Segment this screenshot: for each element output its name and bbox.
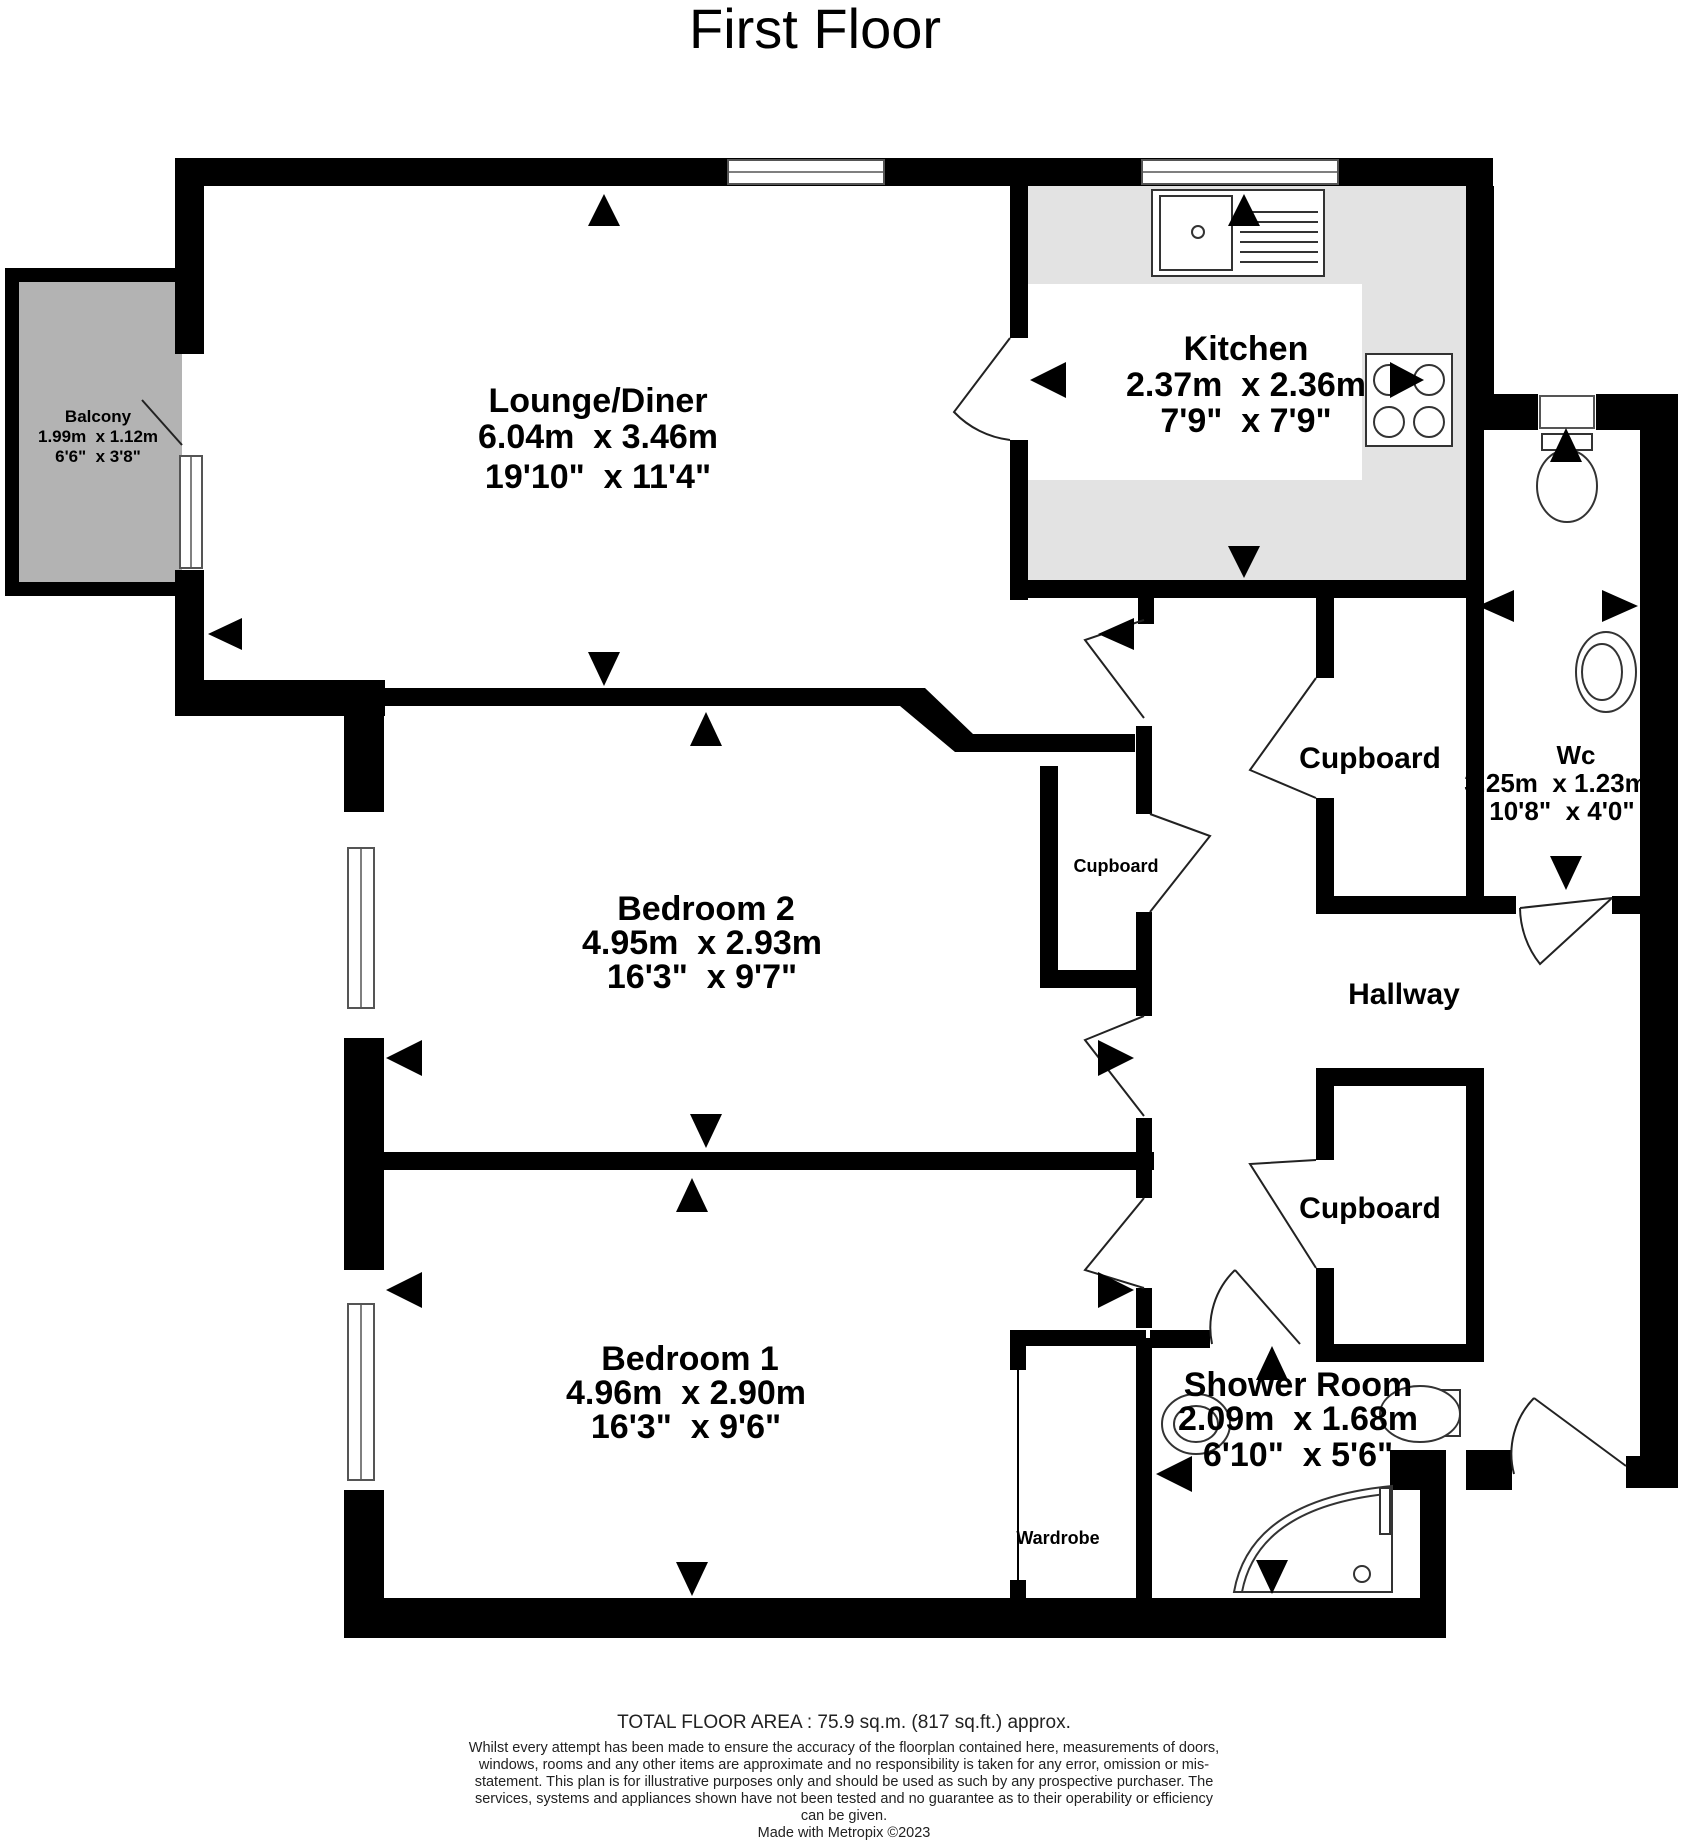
room-imperial: 16'3" x 9'7" <box>607 958 797 996</box>
disclaimer: Whilst every attempt has been made to en… <box>468 1740 1220 1824</box>
total-floor-area: TOTAL FLOOR AREA : 75.9 sq.m. (817 sq.ft… <box>617 1712 1071 1733</box>
cupboard-upper-label: Cupboard <box>1299 742 1441 775</box>
room-lounge: Lounge/Diner 6.04m x 3.46m 19'10" x 11'4… <box>478 382 718 496</box>
room-kitchen: Kitchen 2.37m x 2.36m 7'9" x 7'9" <box>1126 330 1366 440</box>
room-imperial: 19'10" x 11'4" <box>485 458 711 496</box>
room-metric: 4.95m x 2.93m <box>582 924 822 962</box>
room-metric: 3.25m x 1.23m <box>1464 768 1648 798</box>
room-metric: 2.09m x 1.68m <box>1178 1400 1418 1438</box>
floor-title: First Floor <box>689 0 941 60</box>
cupboard-lower-label: Cupboard <box>1299 1192 1441 1225</box>
footer: TOTAL FLOOR AREA : 75.9 sq.m. (817 sq.ft… <box>0 1712 1688 1841</box>
room-name: Lounge/Diner <box>488 382 707 420</box>
room-metric: 1.99m x 1.12m <box>38 427 158 446</box>
room-name: Bedroom 2 <box>617 890 795 928</box>
room-bedroom-2: Bedroom 2 4.95m x 2.93m 16'3" x 9'7" <box>582 890 822 996</box>
kitchen-sink <box>1151 189 1325 277</box>
kitchen-counter-highlight <box>1026 284 1362 480</box>
doors <box>141 337 1627 1580</box>
shower-room-fixtures <box>1161 1385 1461 1593</box>
hob-icon <box>1365 353 1453 447</box>
room-name: Wc <box>1557 740 1596 770</box>
room-name: Kitchen <box>1184 330 1309 368</box>
room-shower: Shower Room 2.09m x 1.68m 6'10" x 5'6" <box>1178 1366 1418 1474</box>
basin-icon <box>1575 631 1637 713</box>
room-bedroom-1: Bedroom 1 4.96m x 2.90m 16'3" x 9'6" <box>566 1340 806 1446</box>
room-name: Bedroom 1 <box>601 1340 779 1378</box>
wardrobe-label: Wardrobe <box>1016 1528 1099 1548</box>
room-balcony: Balcony 1.99m x 1.12m 6'6" x 3'8" <box>38 407 158 466</box>
room-wc: Wc 3.25m x 1.23m 10'8" x 4'0" <box>1464 740 1648 826</box>
room-metric: 6.04m x 3.46m <box>478 418 718 456</box>
cupboard-small-label: Cupboard <box>1074 856 1159 876</box>
balcony-floor <box>16 282 182 582</box>
room-imperial: 6'6" x 3'8" <box>55 447 141 466</box>
windows <box>179 159 1595 1481</box>
hallway-label: Hallway <box>1348 978 1460 1011</box>
direction-arrows <box>208 194 1638 1596</box>
room-name: Shower Room <box>1184 1366 1413 1404</box>
made-with: Made with Metropix ©2023 <box>757 1825 931 1841</box>
room-imperial: 10'8" x 4'0" <box>1489 796 1634 826</box>
room-metric: 4.96m x 2.90m <box>566 1374 806 1412</box>
room-metric: 2.37m x 2.36m <box>1126 366 1366 404</box>
room-name: Balcony <box>65 407 132 426</box>
room-imperial: 7'9" x 7'9" <box>1160 402 1331 440</box>
room-imperial: 16'3" x 9'6" <box>591 1408 781 1446</box>
room-imperial: 6'10" x 5'6" <box>1203 1436 1393 1474</box>
